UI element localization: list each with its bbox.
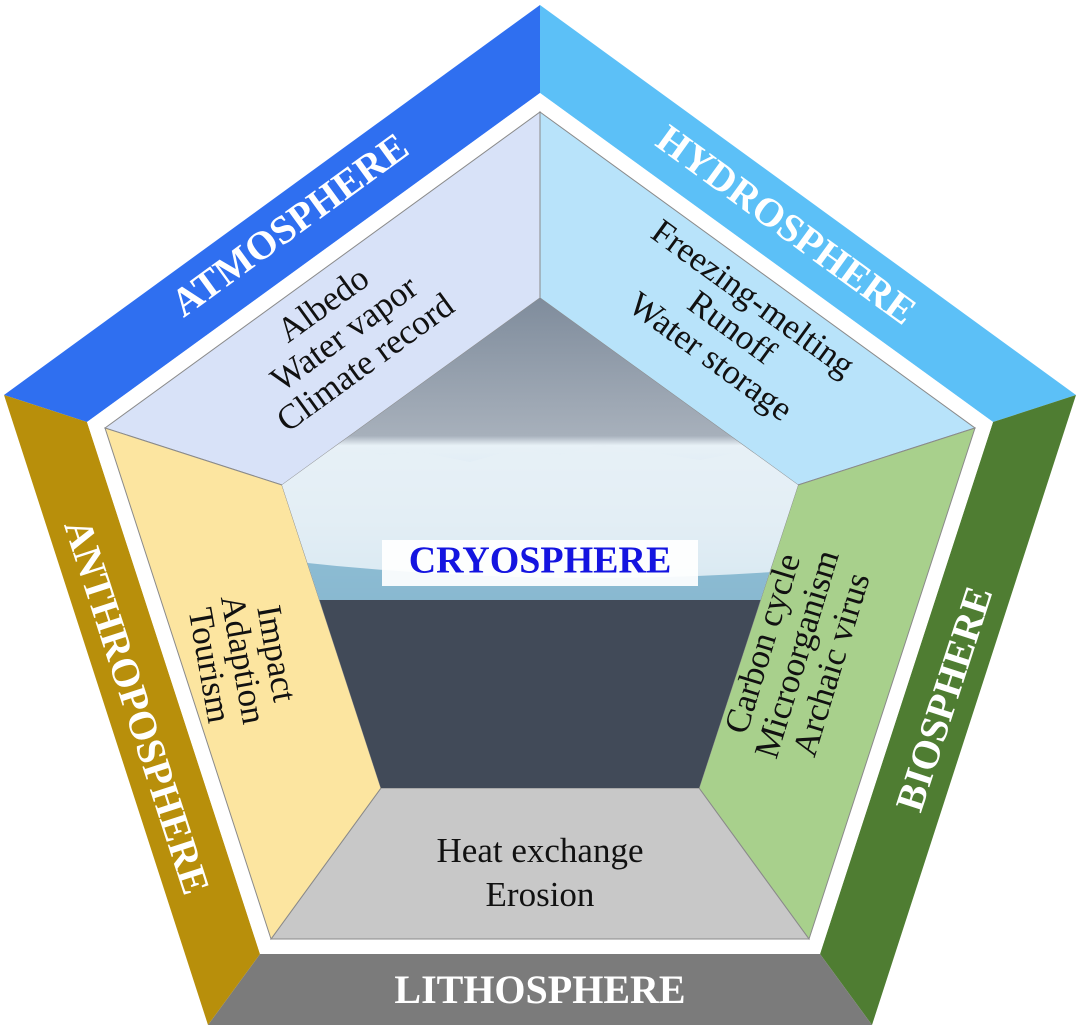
hydrosphere-band — [540, 5, 1076, 422]
lithosphere-band — [208, 954, 872, 1025]
lithosphere-item: Heat exchange — [437, 831, 644, 870]
lithosphere-label: LITHOSPHERE — [394, 967, 685, 1012]
atmosphere-band — [4, 5, 540, 422]
biosphere-band — [820, 395, 1076, 1025]
lithosphere-item: Erosion — [486, 875, 595, 914]
center-label-bg — [382, 540, 698, 586]
anthroposphere-band — [4, 395, 260, 1025]
center-label: CRYOSPHERE — [409, 540, 672, 582]
